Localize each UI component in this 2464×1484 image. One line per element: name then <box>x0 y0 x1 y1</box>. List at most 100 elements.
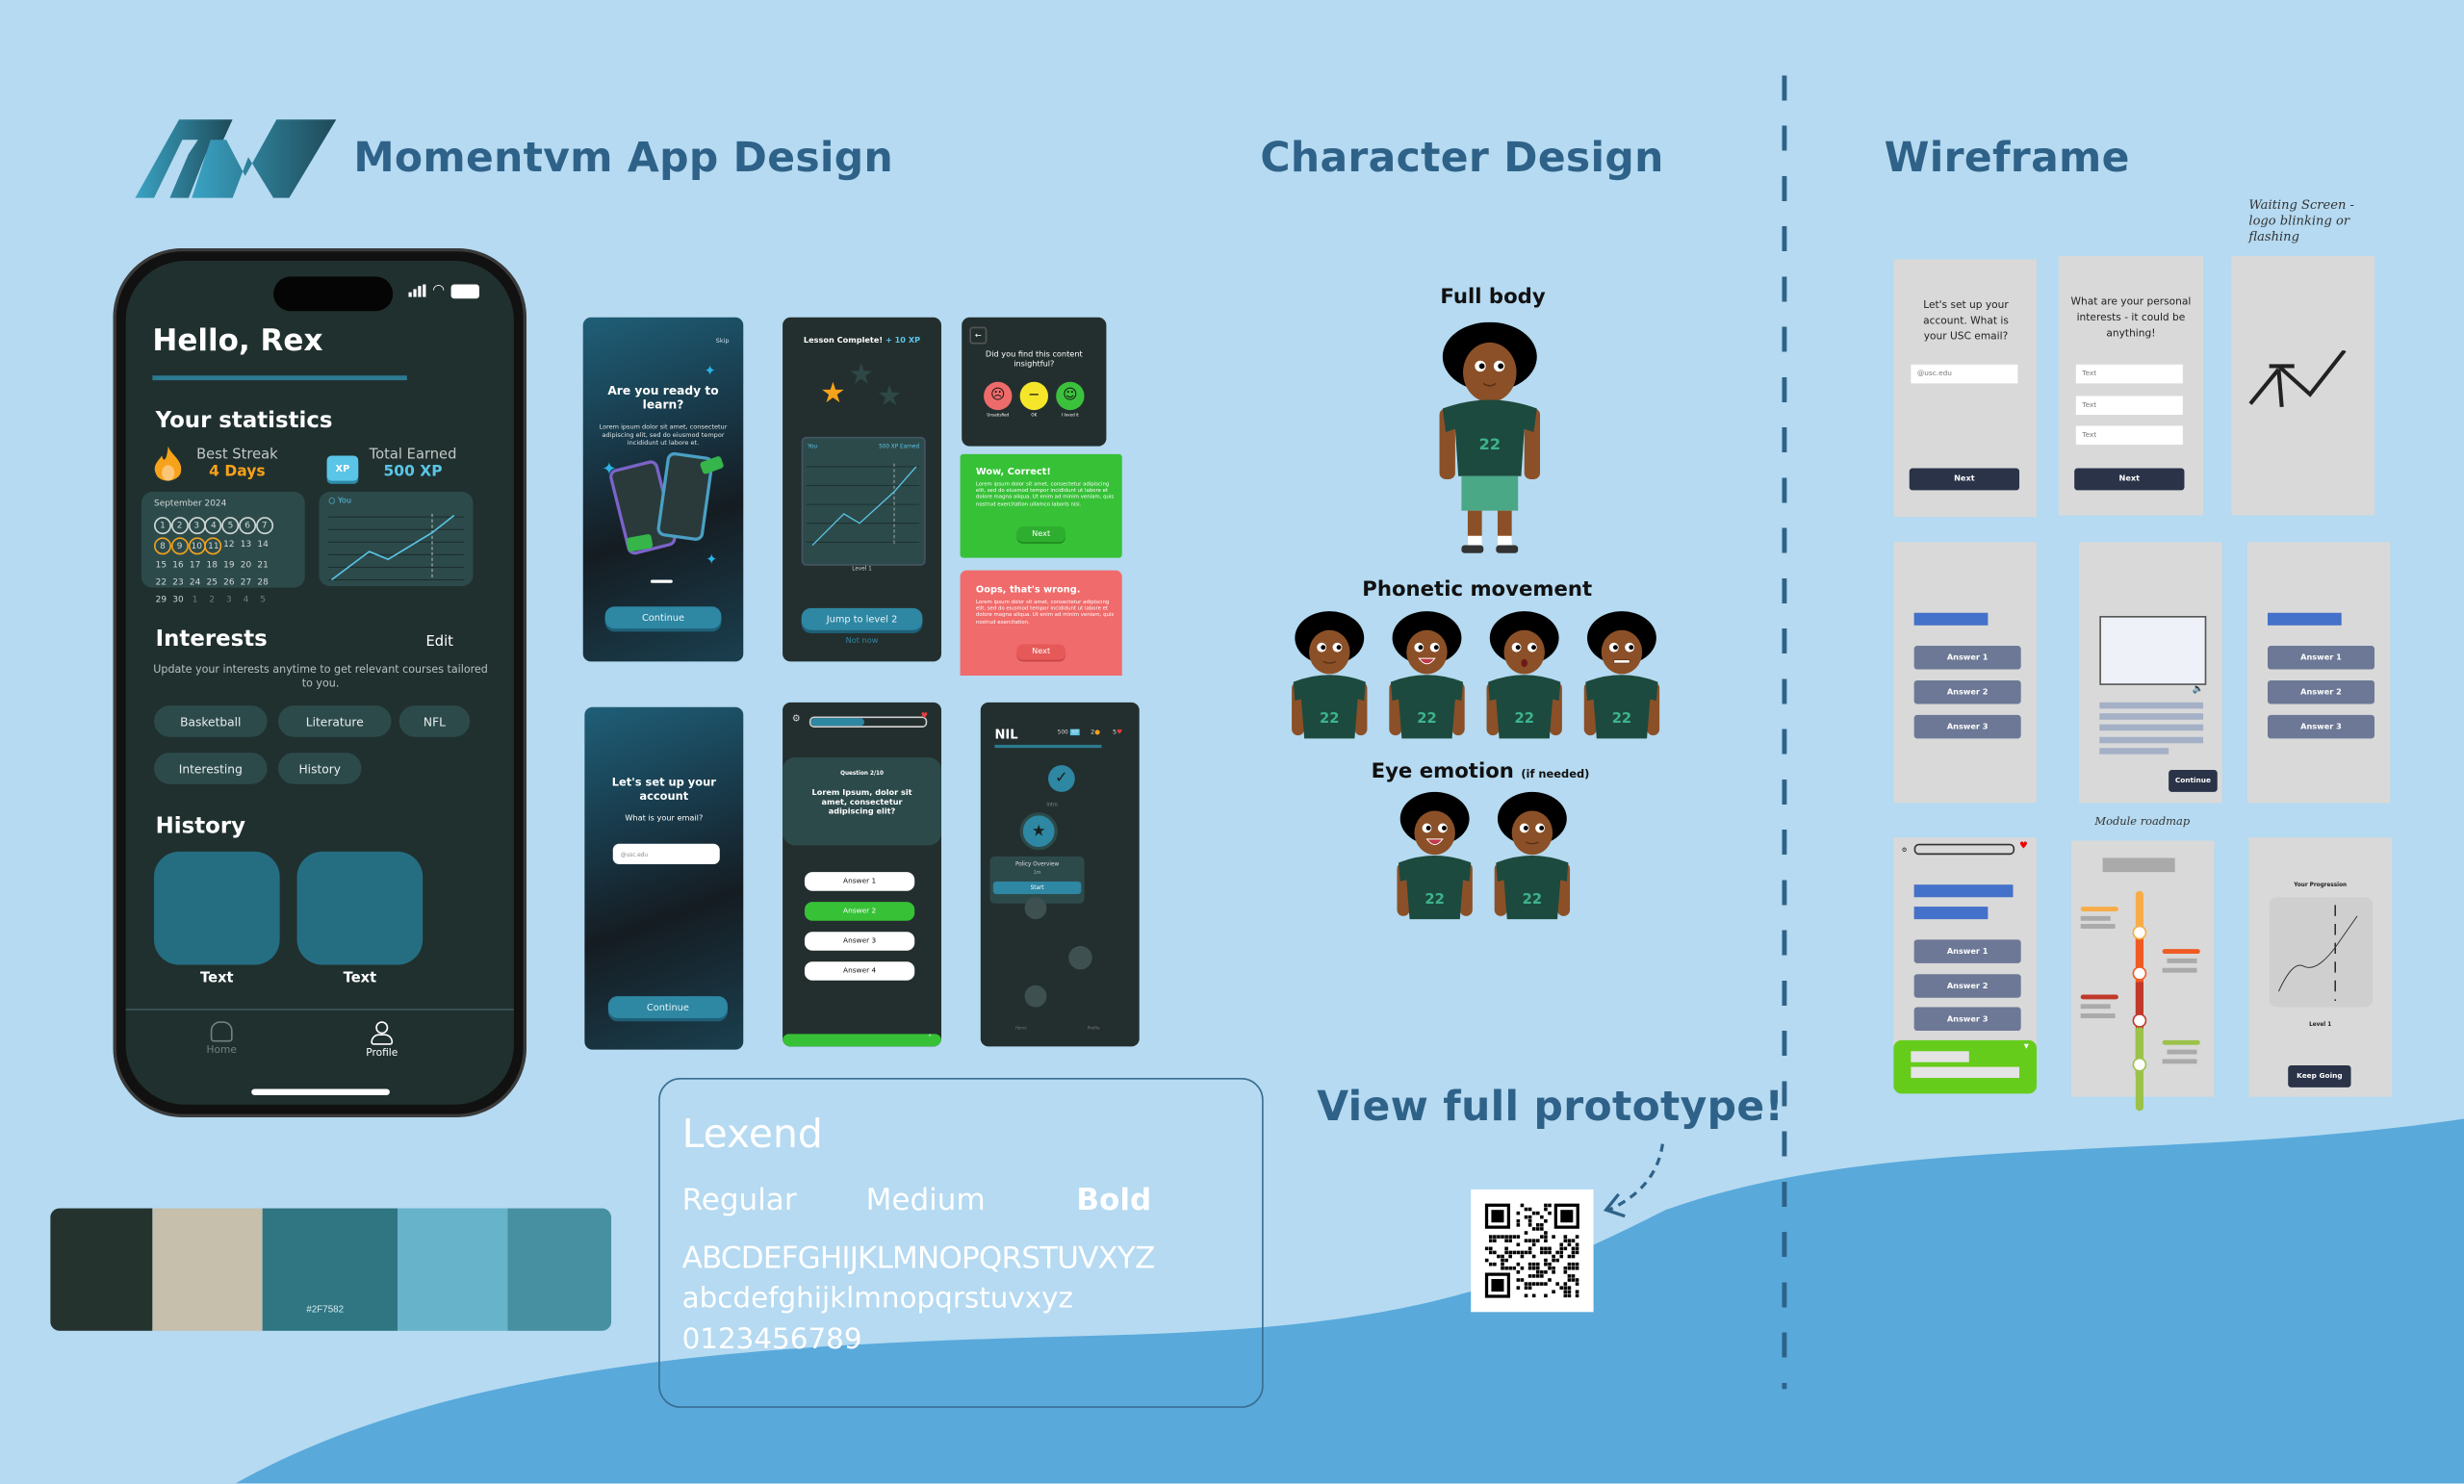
wf-email-input[interactable]: @usc.edu <box>1911 364 2018 384</box>
calendar-day: 20 <box>240 560 252 570</box>
continue-button[interactable]: Continue <box>604 606 722 629</box>
settings-gear-icon[interactable]: ⚙ <box>791 713 801 725</box>
character-bust: 22 <box>1394 790 1476 930</box>
tab-bar-divider <box>125 1009 514 1011</box>
star-empty-icon: ★ <box>848 358 875 392</box>
answer-option-selected[interactable]: Answer 2 <box>804 902 915 921</box>
answer-drawer[interactable]: ˄ <box>783 1034 941 1047</box>
start-button[interactable]: Start <box>992 881 1082 895</box>
answer-option[interactable]: Answer 1 <box>804 872 915 891</box>
calendar-day: 13 <box>240 539 252 550</box>
interest-chip-literature[interactable]: Literature <box>277 705 392 737</box>
history-card[interactable] <box>154 851 280 965</box>
wf-continue-button[interactable]: Continue <box>2169 770 2218 792</box>
back-arrow-icon[interactable]: ← <box>969 326 988 345</box>
wf-text-line <box>2080 1013 2116 1018</box>
typography-card: Lexend Regular Medium Bold ABCDEFGHIJKLM… <box>658 1078 1264 1408</box>
tab-home[interactable]: Home <box>1014 1026 1027 1032</box>
wf-keep-going-button[interactable]: Keep Going <box>2288 1064 2351 1087</box>
title-underline <box>994 744 1102 748</box>
completed-check-icon[interactable]: ✓ <box>1048 765 1075 792</box>
question-number: Question 2/10 <box>840 770 884 777</box>
continue-button[interactable]: Continue <box>607 996 728 1018</box>
swatch-light-blue <box>398 1208 508 1331</box>
status-bar: ◠ <box>408 283 479 298</box>
roadmap-node[interactable] <box>2132 1057 2147 1072</box>
jump-level-button[interactable]: Jump to level 2 <box>801 607 923 630</box>
wf-answer[interactable]: Answer 3 <box>1913 1007 2021 1032</box>
wf-next-button[interactable]: Next <box>1909 468 2020 491</box>
interest-chip-interesting[interactable]: Interesting <box>154 753 268 784</box>
tab-profile[interactable]: Profile <box>350 1021 413 1059</box>
chevron-down-icon[interactable]: ▼ <box>2023 1041 2029 1050</box>
calendar-day: 12 <box>223 539 235 550</box>
wf-interest-input[interactable]: Text <box>2075 364 2183 384</box>
lowercase-sample: abcdefghijklmnopqrstuvxyz <box>681 1282 1073 1316</box>
wf-interest-input[interactable]: Text <box>2075 396 2183 416</box>
wireframe-interests: What are your personal interests - it co… <box>2058 256 2204 516</box>
swatch-dark <box>50 1208 153 1331</box>
screen-account-setup: Let's set up your account What is your e… <box>584 706 744 1050</box>
wf-answer[interactable]: Answer 1 <box>1913 646 2021 670</box>
calendar-day: 5 <box>260 594 266 604</box>
section-divider <box>1782 75 1787 1390</box>
onboarding-body: Lorem ipsum dolor sit amet, consectetur … <box>599 422 728 447</box>
roadmap-node[interactable] <box>2132 966 2147 981</box>
not-now-link[interactable]: Not now <box>845 636 879 647</box>
skip-link[interactable]: Skip <box>715 336 730 345</box>
wf-text-line <box>2167 958 2197 963</box>
edit-interests-button[interactable]: Edit <box>425 634 453 651</box>
wf-question-bar <box>1913 612 1989 626</box>
calendar-day: 24 <box>189 577 201 587</box>
neutral-face-icon[interactable]: − <box>1019 381 1049 411</box>
battery-icon <box>450 283 479 298</box>
chart-legend: ○ You <box>328 496 352 506</box>
wf-answer[interactable]: Answer 2 <box>2267 679 2375 704</box>
next-button[interactable]: Next <box>1016 525 1065 543</box>
wf-answer[interactable]: Answer 1 <box>2267 646 2375 670</box>
interest-chip-nfl[interactable]: NFL <box>398 705 471 737</box>
happy-face-icon[interactable]: ☺ <box>1056 381 1085 411</box>
wf-answer[interactable]: Answer 1 <box>1913 939 2021 963</box>
wf-level-label: Level 1 <box>2309 1021 2332 1028</box>
current-star-icon[interactable]: ★ <box>1019 812 1058 851</box>
settings-gear-icon[interactable]: ⚙ <box>1901 845 1908 854</box>
screen-onboarding: Skip Are you ready to learn? Lorem ipsum… <box>582 317 744 662</box>
wf-next-button[interactable]: Next <box>2074 468 2185 491</box>
digits-sample: 0123456789 <box>681 1322 862 1357</box>
email-input[interactable]: @usc.edu <box>612 843 720 864</box>
interest-chip-history[interactable]: History <box>277 753 362 784</box>
next-button[interactable]: Next <box>1016 644 1065 660</box>
option-label: OK <box>1031 413 1038 419</box>
svg-text:22: 22 <box>1523 891 1542 908</box>
calendar-day: 21 <box>257 560 269 570</box>
calendar-day: 11 <box>204 537 222 555</box>
home-icon <box>210 1021 233 1042</box>
wf-text-line <box>1911 1066 2020 1079</box>
answer-option[interactable]: Answer 3 <box>804 932 915 951</box>
roadmap-node[interactable] <box>2132 925 2147 940</box>
chevron-up-icon: ˄ <box>928 1034 933 1044</box>
interest-chip-basketball[interactable]: Basketball <box>154 705 268 737</box>
locked-node-icon <box>1024 897 1047 920</box>
tab-home[interactable]: Home <box>191 1021 253 1056</box>
level-label: Level 1 <box>852 565 872 573</box>
sad-face-icon[interactable]: ☹ <box>984 381 1013 411</box>
speaker-icon[interactable]: 🔈 <box>2192 683 2204 695</box>
calendar-day: 14 <box>257 539 269 550</box>
wf-answer[interactable]: Answer 3 <box>1913 714 2021 739</box>
calendar-day: 5 <box>221 517 240 535</box>
wireframe-roadmap <box>2070 840 2215 1112</box>
tab-profile[interactable]: Profile <box>1087 1026 1100 1032</box>
history-card[interactable] <box>296 851 424 965</box>
answer-option[interactable]: Answer 4 <box>804 961 915 981</box>
wf-interest-input[interactable]: Text <box>2075 425 2183 446</box>
wf-answer[interactable]: Answer 2 <box>1913 974 2021 998</box>
wf-answer[interactable]: Answer 2 <box>1913 679 2021 704</box>
prototype-qr-code[interactable] <box>1471 1189 1594 1313</box>
wf-answer[interactable]: Answer 3 <box>2267 714 2375 739</box>
greeting: Hello, Rex <box>152 323 323 359</box>
roadmap-node[interactable] <box>2132 1013 2147 1028</box>
